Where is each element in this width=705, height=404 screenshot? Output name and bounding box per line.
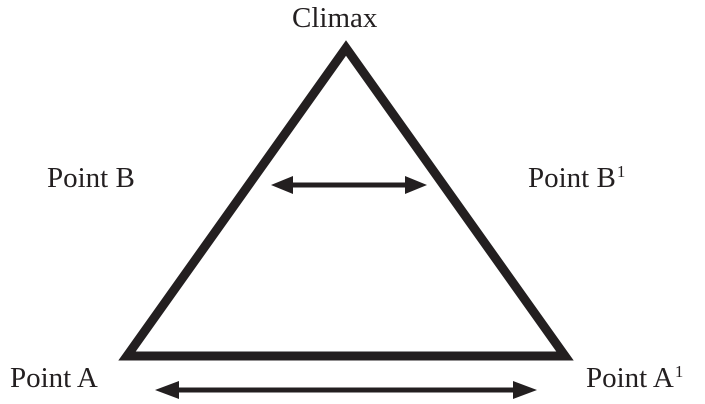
middle-arrow-left-head — [271, 176, 293, 194]
bottom-arrow-left-head — [155, 381, 179, 399]
bottom-double-arrow — [155, 381, 537, 399]
middle-double-arrow — [271, 176, 427, 194]
point-b1-text: Point B — [528, 162, 616, 194]
point-b1-superscript: 1 — [616, 162, 626, 181]
point-b1-label: Point B1 — [528, 162, 626, 194]
point-a1-label: Point A1 — [586, 362, 684, 394]
point-b-label: Point B — [47, 162, 135, 194]
bottom-arrow-right-head — [513, 381, 537, 399]
point-a1-superscript: 1 — [674, 362, 684, 381]
triangle-shape — [118, 40, 574, 361]
middle-arrow-right-head — [405, 176, 427, 194]
point-a1-text: Point A — [586, 362, 674, 394]
point-a-label: Point A — [10, 362, 98, 394]
climax-label: Climax — [292, 2, 378, 34]
